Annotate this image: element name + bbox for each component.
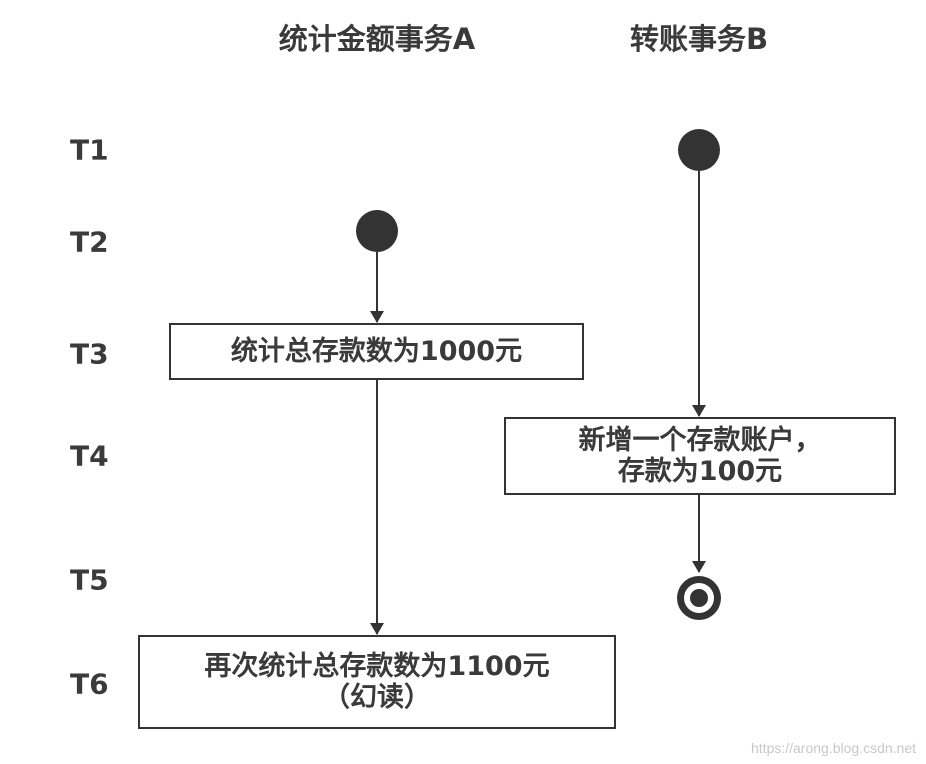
transaction-a-title: 统计金额事务A (278, 22, 476, 56)
a-t6-step-text-line1: 再次统计总存款数为1100元 (204, 650, 550, 682)
time-label-t4: T4 (70, 439, 109, 473)
watermark-text: https://arong.blog.csdn.net (751, 740, 916, 756)
b-t4-step-box: 新增一个存款账户， 存款为100元 (504, 417, 896, 495)
a-t3-step-box: 统计总存款数为1000元 (169, 323, 584, 380)
a-t6-step-text-line2: （幻读） (323, 682, 431, 713)
time-label-t1: T1 (70, 133, 109, 167)
transaction-b-title: 转账事务B (629, 22, 769, 56)
transaction-b-start-node (678, 129, 720, 171)
a-t6-step-box: 再次统计总存款数为1100元 （幻读） (138, 635, 616, 729)
transaction-b-end-node (677, 576, 721, 620)
b-t4-step-text-line2: 存款为100元 (617, 456, 783, 487)
a-t3-step-text: 统计总存款数为1000元 (230, 335, 523, 367)
b-t4-step-text-line1: 新增一个存款账户， (578, 424, 822, 456)
time-label-t6: T6 (70, 667, 109, 701)
transaction-a-start-node (356, 210, 398, 252)
time-label-t2: T2 (70, 225, 109, 259)
time-label-t3: T3 (70, 337, 109, 371)
time-label-t5: T5 (70, 563, 109, 597)
